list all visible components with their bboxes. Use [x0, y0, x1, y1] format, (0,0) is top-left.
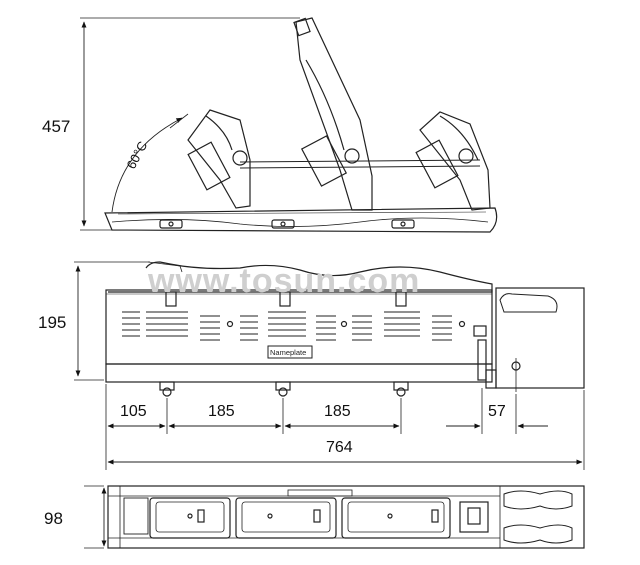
vent-slots	[122, 311, 452, 341]
height-dimension-text: 457	[42, 117, 70, 136]
nameplate	[267, 345, 313, 359]
fuse-carrier-3	[415, 111, 491, 211]
handle-box	[495, 287, 585, 389]
dim-185-a: 185	[208, 403, 235, 420]
front-view	[74, 261, 585, 470]
module-2	[235, 497, 337, 539]
bottom-body	[107, 485, 585, 549]
bottom-depth-text: 98	[44, 509, 63, 528]
fuse-carrier-2	[293, 17, 373, 211]
nameplate-label: Nameplate	[270, 348, 306, 357]
total-width-text: 764	[326, 439, 353, 456]
module-3	[341, 497, 451, 539]
front-clips	[165, 291, 407, 307]
dim-105: 105	[120, 403, 147, 420]
watermark: www.tosun.com	[147, 262, 420, 300]
base-clips	[159, 219, 415, 229]
angle-label: 60°C	[123, 139, 150, 172]
base-rail	[104, 207, 498, 233]
module-1	[149, 497, 231, 539]
dim-185-b: 185	[324, 403, 351, 420]
bottom-view	[84, 485, 585, 549]
switch-base	[105, 363, 493, 383]
bottom-terminals	[159, 381, 409, 397]
dim-57: 57	[488, 403, 506, 420]
fuse-carrier-1	[187, 109, 251, 209]
side-view	[80, 17, 498, 233]
front-height-text: 195	[38, 313, 66, 332]
angle-arc	[111, 117, 183, 213]
